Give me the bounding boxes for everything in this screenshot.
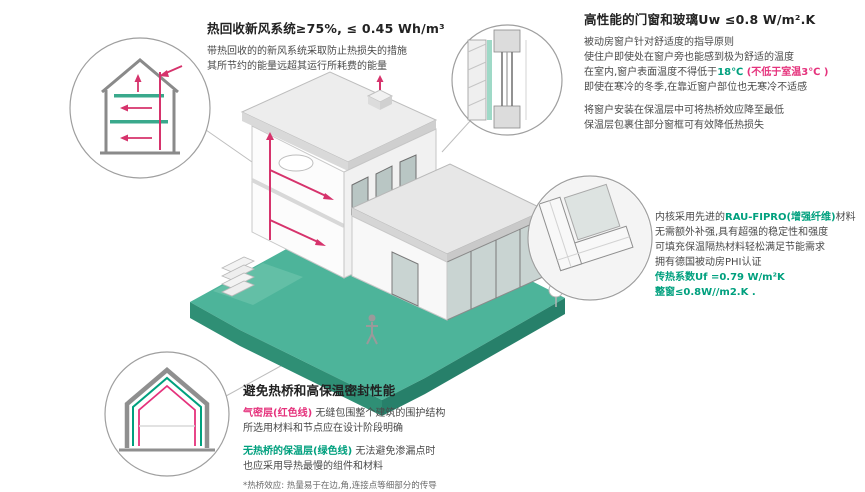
thermal-title: 避免热桥和高保温密封性能 xyxy=(243,383,396,398)
profile-text: 内核采用先进的 xyxy=(655,212,725,223)
hrv-section: 热回收新风系统≥75%, ≤ 0.45 Wh/m³ 带热回收的的新风系统采取防止… xyxy=(207,20,475,74)
window-section-circle xyxy=(451,24,563,136)
airtight-layer-label: 气密层(红色线) xyxy=(243,407,313,419)
stairs xyxy=(221,256,255,297)
uf-value: 传热系数Uf =0.79 W/m²K xyxy=(655,272,785,283)
windows-body-line: 在室内,窗户表面温度不得低于18℃ (不低于室温3℃ ) xyxy=(584,65,860,80)
hrv-detail-circle xyxy=(69,37,211,179)
hrv-title: 热回收新风系统≥75%, ≤ 0.45 Wh/m³ xyxy=(207,21,445,36)
profile-body-line: 无需额外补强,具有超强的稳定性和强度 xyxy=(655,227,829,238)
thermal-body-line: 气密层(红色线) 无缝包围整个建筑的围护结构 xyxy=(243,406,573,421)
window-profile-icon xyxy=(529,177,651,299)
temp-rule-text: 在室内,窗户表面温度不得低于 xyxy=(584,66,718,78)
profile-body-line: 内核采用先进的RAU-FIPRO(增强纤维)材料 xyxy=(655,210,861,225)
windows-title: 高性能的门窗和玻璃Uw ≤0.8 W/m².K xyxy=(584,12,816,27)
windows-body-line: 被动房窗户针对舒适度的指导原则 xyxy=(584,36,734,48)
temp-note: (不低于室温3℃ ) xyxy=(743,66,829,78)
thermal-body-line: 无热桥的保温层(绿色线) 无法避免渗漏点时 xyxy=(243,444,573,459)
bathtub-icon xyxy=(278,154,314,172)
profile-body-line: 拥有德国被动房PHI认证 xyxy=(655,257,762,268)
thermal-text: 无法避免渗漏点时 xyxy=(352,445,436,457)
windows-section: 高性能的门窗和玻璃Uw ≤0.8 W/m².K 被动房窗户针对舒适度的指导原则 … xyxy=(584,11,860,133)
thermal-house-icon xyxy=(119,367,215,452)
windows-body-line: 将窗户安装在保温层中可将热桥效应降至最低 xyxy=(584,104,784,116)
thermal-text: 无缝包围整个建筑的围护结构 xyxy=(312,407,446,419)
insulation-layer-label: 无热桥的保温层(绿色线) xyxy=(243,445,353,457)
uw-value: 整窗≤0.8W//m2.K . xyxy=(655,287,756,298)
hrv-body-line: 其所节约的能量远超其运行所耗费的能量 xyxy=(207,60,387,72)
profile-circle xyxy=(527,175,653,301)
temp-value: 18℃ xyxy=(717,66,744,78)
profile-body-line: 可填充保温隔热材料轻松满足节能需求 xyxy=(655,242,825,253)
windows-body-line: 保温层包裹住部分窗框可有效降低热损失 xyxy=(584,119,764,131)
windows-body-line: 使住户即使处在窗户旁也能感到极为舒适的温度 xyxy=(584,51,794,63)
spacer xyxy=(584,95,860,103)
material-name: RAU-FIPRO(增强纤维) xyxy=(725,212,836,223)
duct-lines xyxy=(269,138,327,243)
windows-body-line: 即使在寒冷的冬季,在靠近窗户部位也无寒冷不适感 xyxy=(584,81,808,93)
window-section-icon xyxy=(467,29,527,129)
roof-vent-icon xyxy=(366,75,394,110)
hrv-mini-house-icon xyxy=(100,58,183,155)
hrv-body-line: 带热回收的的新风系统采取防止热损失的措施 xyxy=(207,45,407,57)
profile-section: 内核采用先进的RAU-FIPRO(增强纤维)材料 无需额外补强,具有超强的稳定性… xyxy=(655,210,861,300)
thermal-footnote: *热桥效应: 热量易于在边,角,连接点等细部分的传导 xyxy=(243,480,437,491)
thermal-body-line: 也应采用导热最慢的组件和材料 xyxy=(243,460,383,472)
isometric-house-illustration xyxy=(240,71,547,321)
person-figure xyxy=(366,314,378,345)
thermal-detail-circle xyxy=(104,351,230,477)
thermal-section: 避免热桥和高保温密封性能 气密层(红色线) 无缝包围整个建筑的围护结构 所选用材… xyxy=(243,382,573,492)
spacer xyxy=(243,436,573,444)
thermal-body-line: 所选用材料和节点应在设计阶段明确 xyxy=(243,422,403,434)
profile-text: 材料 xyxy=(835,212,856,223)
